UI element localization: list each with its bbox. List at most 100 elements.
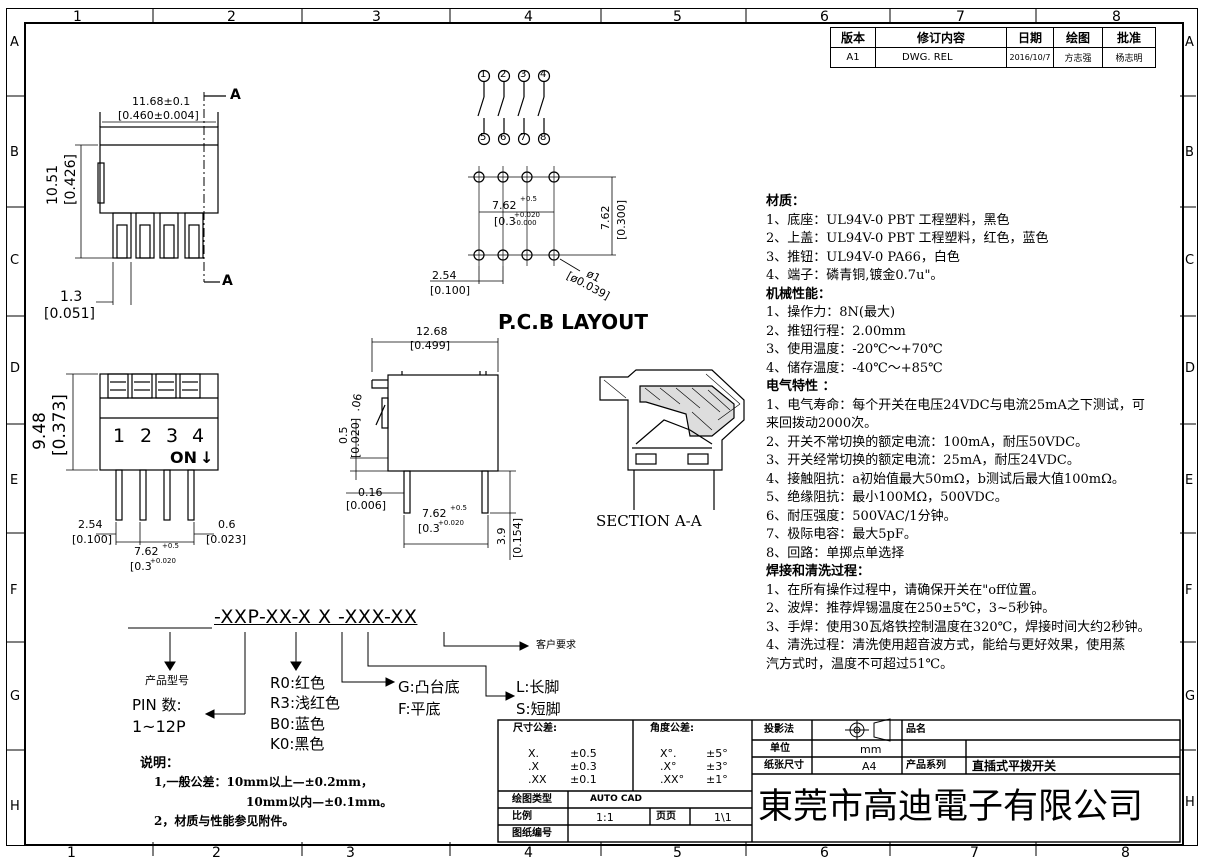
spec-line: 来回拨动2000次。	[766, 416, 878, 431]
on-arrow-icon: ↓	[200, 448, 214, 467]
spec-line: 6、耐压强度：500VAC/1分钟。	[766, 508, 957, 524]
company-name: 東莞市高迪電子有限公司	[758, 787, 1144, 827]
side-step-dim-in: [0.020]	[349, 417, 362, 458]
zone-col-1-bottom: 1	[67, 845, 76, 861]
zone-row-a: A	[10, 35, 19, 50]
pin-range: 1~12P	[132, 717, 186, 736]
switch-number-4: 4	[192, 425, 205, 447]
zone-row-c-right: C	[1185, 253, 1195, 268]
pcb-spacing-dim: 2.54	[432, 269, 457, 282]
spec-line: 3、开关经常切换的额定电流：25mA，耐压24VDC。	[766, 453, 1080, 468]
front-pitch-dim: 2.54	[78, 518, 103, 531]
part-number-code: -XXP-XX-X X -XXX-XX	[214, 606, 418, 628]
spec-line: 4、清洗过程：清洗使用超音波方式，能给与更好效果，使用蒸	[766, 638, 1126, 653]
rev-content: DWG. REL	[875, 47, 1007, 68]
side-width-dim: 12.68	[416, 325, 448, 338]
zone-col-1: 1	[73, 9, 82, 25]
dim-tol-x1-label: .X	[528, 760, 540, 773]
side-angle: .06	[349, 392, 365, 413]
zone-col-7: 7	[956, 9, 965, 25]
base-code-g: G:凸台底	[398, 678, 460, 696]
side-span-dim-in: [0.3	[418, 522, 440, 535]
switch-number-2: 2	[140, 425, 153, 447]
color-code-k0: K0:黑色	[270, 735, 325, 753]
zone-row-h-right: H	[1185, 795, 1195, 810]
product-model-label: 产品型号	[145, 674, 189, 687]
unit-label: 单位	[770, 743, 790, 754]
zone-row-f: F	[10, 583, 18, 598]
product-series-label: 产品系列	[906, 760, 946, 771]
pin-width-dim: 1.3	[60, 289, 83, 305]
frame-ticks	[6, 8, 1196, 856]
spec-line: 焊接和清洗过程：	[766, 564, 871, 579]
zone-col-7-bottom: 7	[970, 845, 979, 861]
base-code-f: F:平底	[398, 700, 441, 718]
part-number-leaders	[128, 627, 530, 719]
section-aa	[599, 369, 745, 510]
schematic-pin-8: 8	[540, 132, 547, 143]
zone-col-6: 6	[820, 9, 829, 25]
schematic-pin-5: 5	[480, 132, 487, 143]
rev-header-date: 日期	[1006, 27, 1054, 48]
spec-line: 2、上盖：UL94V-0 PBT 工程塑料，红色，蓝色	[766, 231, 1049, 246]
zone-row-b: B	[10, 145, 19, 160]
customer-requirement-label: 客户要求	[536, 640, 576, 651]
front-pitch-dim-in: [0.100]	[72, 533, 113, 546]
zone-row-g-right: G	[1185, 689, 1196, 704]
schematic-pin-4: 4	[540, 69, 547, 80]
zone-row-b-right: B	[1185, 145, 1194, 160]
spec-line: 1、在所有操作过程中，请确保开关在"off位置。	[766, 582, 1045, 598]
pin-count-label: PIN 数:	[132, 696, 182, 714]
spec-line: 2、开关不常切换的额定电流：100mA，耐压50VDC。	[766, 434, 1089, 450]
note-line-1: 1,一般公差：10mm以上—±0.2mm，	[154, 775, 373, 789]
paper-size-label: 纸张尺寸	[764, 760, 804, 771]
projection-label: 投影法	[764, 724, 794, 735]
zone-row-f-right: F	[1185, 583, 1193, 598]
part-name-label: 品名	[906, 724, 926, 735]
side-span-tol: +0.5	[450, 504, 467, 512]
rev-drawn: 方志强	[1053, 47, 1103, 68]
pcb-row-dim: 7.62	[599, 205, 612, 231]
notes-title: 说明：	[140, 756, 180, 771]
rev-approved: 杨志明	[1102, 47, 1156, 68]
rev-version: A1	[830, 47, 876, 68]
switch-number-3: 3	[166, 425, 179, 447]
color-code-b0: B0:蓝色	[270, 715, 325, 733]
zone-col-3: 3	[372, 9, 381, 25]
spec-line: 1、底座：UL94V-0 PBT 工程塑料，黑色	[766, 212, 1010, 228]
top-width-dim: 11.68±0.1	[132, 95, 191, 108]
top-height-dim: 10.51	[45, 164, 61, 205]
zone-col-5: 5	[673, 9, 682, 25]
software-value: AUTO CAD	[590, 794, 642, 804]
schematic-pin-3: 3	[520, 69, 527, 80]
pcb-pitch-tol-in-2: -0.000	[514, 219, 537, 227]
side-span-tol-in: +0.020	[438, 519, 464, 527]
top-width-dim-in: [0.460±0.004]	[118, 109, 199, 122]
spec-line: 机械性能：	[766, 286, 832, 302]
spec-line: 4、接触阻抗：a初始值最大50mΩ，b测试后最大值100mΩ。	[766, 471, 1125, 487]
paper-size-value: A4	[862, 760, 877, 773]
dim-tolerance-label: 尺寸公差:	[513, 723, 557, 734]
unit-value: mm	[860, 743, 882, 756]
leg-code-s: S:短脚	[516, 700, 561, 718]
schematic-pin-7: 7	[520, 132, 527, 143]
spec-line: 8、回路：单掷点单选择	[766, 545, 905, 561]
spec-line: 2、推钮行程：2.00mm	[766, 323, 906, 339]
spec-line: 材质：	[766, 194, 806, 209]
front-height-dim-in: [0.373]	[50, 394, 70, 456]
zone-row-c: C	[10, 253, 20, 268]
page-value: 1\1	[714, 811, 732, 824]
zone-row-g: G	[10, 689, 21, 704]
side-view-outline	[346, 338, 516, 560]
front-span-dim: 7.62	[134, 545, 159, 558]
top-view-outline	[75, 92, 226, 305]
zone-row-e-right: E	[1185, 473, 1194, 488]
zone-row-d-right: D	[1185, 361, 1196, 376]
angle-tolerance-label: 角度公差:	[650, 723, 694, 734]
leg-code-l: L:长脚	[516, 678, 560, 696]
spec-line: 1、操作力：8N(最大)	[766, 305, 896, 320]
projection-symbol-icon	[845, 718, 891, 742]
specifications-panel: 材质： 1、底座：UL94V-0 PBT 工程塑料，黑色 2、上盖：UL94V-…	[766, 193, 1150, 674]
dim-tol-x-value: ±0.5	[570, 747, 597, 760]
zone-col-8-bottom: 8	[1121, 845, 1130, 861]
